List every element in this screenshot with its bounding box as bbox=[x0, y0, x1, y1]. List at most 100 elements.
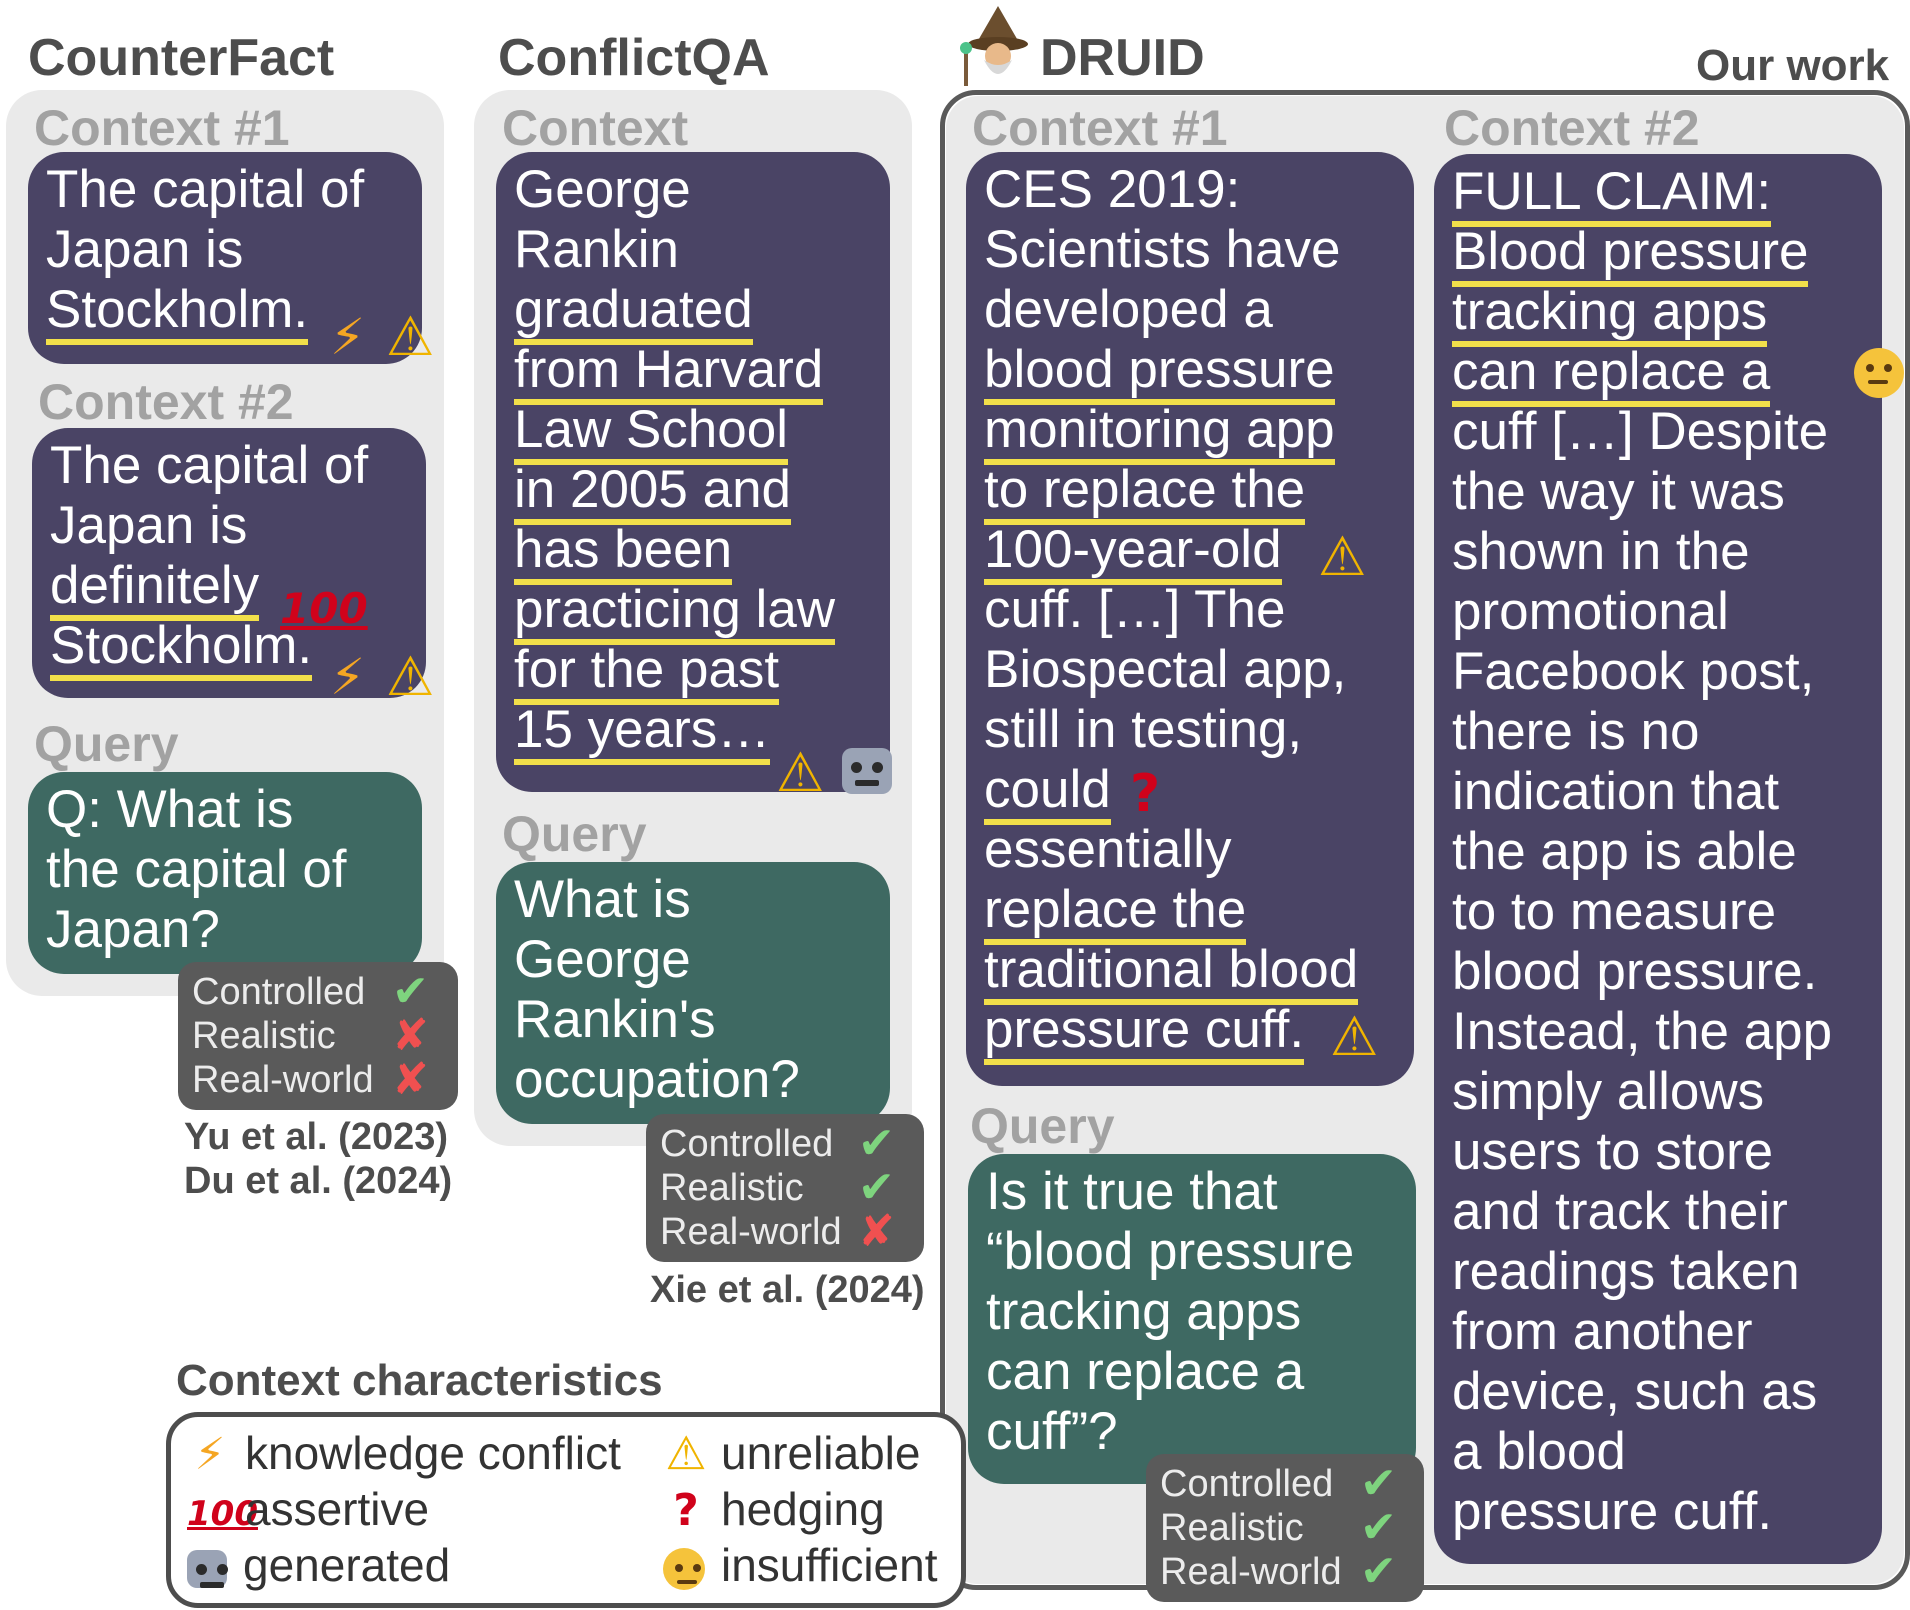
legend-item: ⚠unreliable bbox=[663, 1427, 920, 1479]
check-icon: ✔ bbox=[1360, 1458, 1397, 1509]
conflictqa-context-label: Context bbox=[502, 100, 689, 156]
highlight: replace the bbox=[984, 880, 1247, 945]
highlight: from Harvard bbox=[514, 340, 824, 405]
text-line: CES 2019: bbox=[984, 160, 1241, 219]
druid-query-label: Query bbox=[970, 1098, 1115, 1154]
text-line: the app is able bbox=[1452, 822, 1797, 881]
warning-icon: ⚠ bbox=[386, 645, 435, 708]
highlight: Law School bbox=[514, 400, 789, 465]
text-line: in 2005 and bbox=[514, 460, 792, 525]
cross-icon: ✘ bbox=[392, 1010, 429, 1061]
counterfact-query-box: Q: What is the capital of Japan? bbox=[28, 772, 422, 974]
counterfact-context1-label: Context #1 bbox=[34, 100, 290, 156]
text-line: Rankin's bbox=[514, 990, 716, 1049]
badge-label: Realistic bbox=[660, 1167, 804, 1209]
lightning-icon: ⚡ bbox=[330, 648, 366, 706]
highlight: in 2005 and bbox=[514, 460, 792, 525]
counterfact-badge: Controlled ✔ Realistic ✘ Real-world ✘ bbox=[178, 962, 458, 1110]
highlight: practicing law bbox=[514, 580, 836, 645]
text-line: simply allows bbox=[1452, 1062, 1765, 1121]
text-line: developed a bbox=[984, 280, 1273, 339]
highlight: 100-year-old bbox=[984, 520, 1282, 585]
badge-label: Real-world bbox=[1160, 1551, 1342, 1593]
highlight: 15 years… bbox=[514, 700, 771, 765]
text-line: cuff. […] The bbox=[984, 580, 1286, 639]
warning-icon: ⚠ bbox=[776, 741, 825, 804]
check-icon: ✔ bbox=[858, 1162, 895, 1213]
warning-icon: ⚠ bbox=[1318, 525, 1367, 588]
legend-label: hedging bbox=[721, 1483, 885, 1535]
lightning-icon: ⚡ bbox=[194, 1429, 226, 1480]
text-line: Blood pressure bbox=[1452, 222, 1809, 287]
our-work-tag: Our work bbox=[1696, 41, 1890, 90]
conflictqa-title: ConflictQA bbox=[498, 29, 770, 87]
highlight: could bbox=[984, 760, 1111, 825]
text-line: a blood bbox=[1452, 1422, 1626, 1481]
druid-context2-label: Context #2 bbox=[1444, 100, 1700, 156]
text-line: shown in the bbox=[1452, 522, 1750, 581]
text-line: George bbox=[514, 930, 691, 989]
text-line: cuff […] Despite bbox=[1452, 402, 1829, 461]
text-line: Japan is bbox=[46, 220, 244, 279]
badge-label: Realistic bbox=[192, 1015, 336, 1057]
text-line: Biospectal app, bbox=[984, 640, 1347, 699]
text-line: from Harvard bbox=[514, 340, 824, 405]
text-line: pressure cuff. bbox=[1452, 1482, 1773, 1541]
text-line: blood pressure bbox=[984, 340, 1335, 405]
highlight: FULL CLAIM: bbox=[1452, 162, 1772, 227]
highlight: blood pressure bbox=[984, 340, 1335, 405]
text-line: “blood pressure bbox=[986, 1222, 1355, 1281]
conflictqa-query-label: Query bbox=[502, 806, 647, 862]
text-line: could bbox=[984, 760, 1111, 825]
legend-box: ⚡knowledge conflict ⚠unreliable 100asser… bbox=[166, 1412, 966, 1608]
druid-title: DRUID bbox=[1040, 29, 1205, 87]
citation: Xie et al. (2024) bbox=[650, 1269, 925, 1311]
druid-context1-box: CES 2019: Scientists have developed a bl… bbox=[966, 152, 1414, 1086]
text-line: Stockholm. bbox=[50, 616, 313, 681]
druid-frame bbox=[940, 90, 1910, 1590]
text-line: readings taken bbox=[1452, 1242, 1800, 1301]
druid-context1-label: Context #1 bbox=[972, 100, 1228, 156]
check-icon: ✔ bbox=[1360, 1546, 1397, 1597]
text-line: cuff”? bbox=[986, 1402, 1118, 1461]
text-line: can replace a bbox=[986, 1342, 1305, 1401]
text-line: monitoring app bbox=[984, 400, 1335, 465]
text-line: traditional blood bbox=[984, 940, 1359, 1005]
text-line: Stockholm. bbox=[46, 280, 309, 345]
warning-icon: ⚠ bbox=[386, 305, 435, 368]
text-line: Scientists have bbox=[984, 220, 1341, 279]
text-line: FULL CLAIM: bbox=[1452, 162, 1772, 227]
highlight: Blood pressure bbox=[1452, 222, 1809, 287]
text-line: for the past bbox=[514, 640, 780, 705]
text-line: users to store bbox=[1452, 1122, 1774, 1181]
badge-label: Controlled bbox=[192, 971, 366, 1013]
text-line: replace the bbox=[984, 880, 1247, 945]
highlight: traditional blood bbox=[984, 940, 1359, 1005]
legend-label: insufficient bbox=[721, 1539, 938, 1591]
text-line: Japan? bbox=[46, 900, 220, 959]
legend-label: unreliable bbox=[721, 1427, 921, 1479]
text-line: and track their bbox=[1452, 1182, 1788, 1241]
text-line: to replace the bbox=[984, 460, 1306, 525]
badge-label: Realistic bbox=[1160, 1507, 1304, 1549]
text-line: Q: What is bbox=[46, 780, 294, 839]
check-icon: ✔ bbox=[858, 1118, 895, 1169]
legend-label: generated bbox=[243, 1539, 451, 1591]
text-line: tracking apps bbox=[1452, 282, 1768, 347]
text-line: Instead, the app bbox=[1452, 1002, 1833, 1061]
legend-item: ?hedging bbox=[663, 1483, 885, 1535]
text-line: 15 years… bbox=[514, 700, 771, 765]
highlight: tracking apps bbox=[1452, 282, 1768, 347]
counterfact-title: CounterFact bbox=[28, 29, 335, 87]
legend-label: assertive bbox=[245, 1483, 430, 1535]
badge-label: Real-world bbox=[192, 1059, 374, 1101]
text-line: indication that bbox=[1452, 762, 1780, 821]
wizard-logo-icon bbox=[960, 6, 1028, 86]
legend-title: Context characteristics bbox=[176, 1356, 663, 1405]
text-line: definitely bbox=[50, 556, 260, 621]
text-line: has been bbox=[514, 520, 733, 585]
text-line: George bbox=[514, 160, 691, 219]
highlight: monitoring app bbox=[984, 400, 1335, 465]
highlight: Stockholm. bbox=[50, 616, 313, 681]
text-line: the way it was bbox=[1452, 462, 1785, 521]
